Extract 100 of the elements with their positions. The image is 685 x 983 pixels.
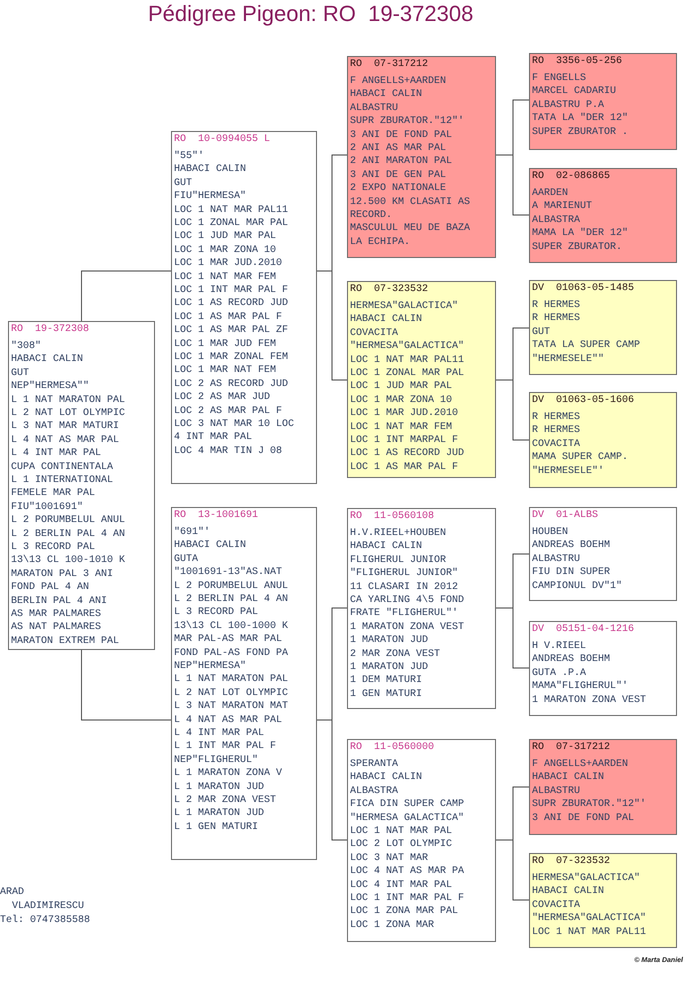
pedigree-card bbox=[347, 56, 496, 258]
ring-number: DV 01063-05-1485 bbox=[532, 282, 634, 296]
pigeon-detail: 3 ANI DE FOND PAL bbox=[350, 128, 452, 142]
pigeon-detail: SUPER ZBURATOR. bbox=[532, 240, 622, 254]
pigeon-detail: H V.RIEEL bbox=[532, 640, 586, 654]
pigeon-detail: R HERMES bbox=[532, 424, 580, 438]
pigeon-detail: 2 EXPO NATIONALE bbox=[350, 182, 446, 196]
ring-number: RO 19-372308 bbox=[11, 323, 90, 336]
pigeon-detail: L 1 NAT MARATON PAL bbox=[11, 394, 126, 407]
connector-line bbox=[81, 270, 172, 322]
pigeon-detail: HABACI CALIN bbox=[11, 353, 84, 367]
pigeon-detail: ALBASTRU bbox=[532, 552, 580, 566]
pigeon-detail: LOC 1 AS RECORD JUD bbox=[350, 447, 464, 461]
pigeon-detail: GUTA bbox=[174, 552, 198, 566]
pigeon-detail: 13\13 CL 100-1000 K bbox=[174, 620, 288, 634]
pigeon-detail: LOC 1 MAR ZONA 10 bbox=[350, 394, 452, 408]
pigeon-detail: MAMA LA "DER 12" bbox=[532, 227, 628, 241]
ring-number: RO 02-086865 bbox=[532, 170, 610, 184]
ring-number: RO 3356-05-256 bbox=[532, 55, 622, 68]
pigeon-detail: LOC 2 AS RECORD JUD bbox=[174, 378, 288, 392]
pigeon-detail: 1 DEM MATURI bbox=[350, 674, 422, 688]
pigeon-detail: MAMA SUPER CAMP. bbox=[532, 451, 628, 465]
connector-line bbox=[316, 270, 348, 380]
pigeon-detail: LOC 3 NAT MAR bbox=[350, 852, 428, 866]
pigeon-detail: L 1 INTERNATIONAL bbox=[11, 474, 114, 488]
pigeon-detail: HABACI CALIN bbox=[174, 539, 246, 553]
connector-line bbox=[496, 608, 530, 668]
pigeon-detail: 4 INT MAR PAL bbox=[174, 431, 252, 445]
pigeon-detail: ALBASTRA bbox=[350, 784, 398, 798]
pigeon-detail: LOC 1 NAT MAR PAL11 bbox=[532, 926, 646, 939]
pigeon-detail: COVACITA bbox=[532, 898, 580, 912]
pigeon-detail: LOC 4 NAT AS MAR PA bbox=[350, 865, 464, 879]
pigeon-detail: LOC 1 MAR ZONA 10 bbox=[174, 244, 276, 258]
pigeon-detail: LOC 1 NAT MAR PAL bbox=[350, 824, 452, 838]
pigeon-detail: LOC 1 MAR JUD.2010 bbox=[174, 257, 282, 271]
pigeon-detail: LOC 1 AS RECORD JUD bbox=[174, 297, 288, 311]
pedigree-card bbox=[529, 853, 677, 948]
pigeon-detail: SUPR ZBURATOR."12"' bbox=[532, 798, 646, 812]
pigeon-detail: FIU DIN SUPER bbox=[532, 566, 610, 580]
ring-number: RO 07-317212 bbox=[532, 741, 610, 754]
pigeon-detail: LOC 2 AS MAR PAL F bbox=[174, 404, 282, 418]
pigeon-detail: LOC 1 ZONA MAR PAL bbox=[350, 905, 458, 919]
pigeon-detail: "691"' bbox=[174, 526, 210, 540]
pigeon-detail: LOC 4 MAR TIN J 08 bbox=[174, 444, 282, 458]
pigeon-detail: MAMA"FLIGHERUL"' bbox=[532, 680, 628, 694]
pigeon-detail: HERMESA"GALACTICA" bbox=[532, 872, 640, 886]
pigeon-detail: LOC 1 ZONAL MAR PAL bbox=[350, 366, 464, 380]
pigeon-detail: L 1 MARATON ZONA V bbox=[174, 767, 282, 781]
pigeon-detail: 1 GEN MATURI bbox=[350, 688, 422, 702]
pigeon-detail: L 1 MARATON JUD bbox=[174, 780, 264, 794]
pigeon-detail: LA ECHIPA. bbox=[350, 236, 410, 250]
connector-line bbox=[496, 154, 530, 216]
pigeon-detail: "HERMESA"GALACTICA" bbox=[350, 340, 464, 354]
pigeon-detail: LOC 1 MAR JUD.2010 bbox=[350, 407, 458, 421]
pigeon-detail: 2 ANI AS MAR PAL bbox=[350, 142, 446, 156]
pigeon-detail: LOC 1 NAT MAR PAL11 bbox=[174, 204, 288, 217]
pigeon-detail: FEMELE MAR PAL bbox=[11, 487, 96, 501]
pigeon-detail: FRATE "FLIGHERUL"' bbox=[350, 607, 458, 621]
pigeon-detail: MAR PAL-AS MAR PAL bbox=[174, 633, 282, 647]
pigeon-detail: MARATON PAL 3 ANI bbox=[11, 568, 114, 582]
pigeon-detail: 1 MARATON JUD bbox=[350, 634, 428, 648]
pigeon-detail: COVACITA bbox=[350, 326, 398, 340]
pigeon-detail: HOUBEN bbox=[532, 526, 568, 540]
pigeon-detail: 1 MARATON JUD bbox=[350, 660, 428, 674]
pigeon-detail: HABACI CALIN bbox=[350, 771, 422, 785]
pedigree-card bbox=[347, 508, 496, 709]
pigeon-detail: "308" bbox=[11, 340, 42, 354]
pedigree-card bbox=[171, 507, 317, 860]
pigeon-detail: HERMESA"GALACTICA" bbox=[350, 300, 458, 314]
pigeon-detail: "HERMESELE"' bbox=[532, 464, 604, 478]
pigeon-detail: L 4 NAT AS MAR PAL bbox=[11, 434, 120, 448]
pedigree-card bbox=[529, 280, 677, 375]
pigeon-detail: LOC 1 AS MAR PAL F bbox=[350, 460, 458, 474]
ring-number: DV 01-ALBS bbox=[532, 509, 598, 522]
pigeon-detail: 2 ANI MARATON PAL bbox=[350, 155, 452, 169]
pigeon-detail: AS MAR PALMARES bbox=[11, 608, 102, 622]
pedigree-card bbox=[347, 281, 496, 478]
pigeon-detail: LOC 1 AS MAR PAL ZF bbox=[174, 324, 288, 338]
pigeon-detail: FOND PAL 4 AN bbox=[11, 581, 90, 595]
pigeon-detail: 3 ANI DE FOND PAL bbox=[532, 812, 634, 825]
pigeon-detail: "FLIGHERUL JUNIOR" bbox=[350, 567, 458, 581]
pigeon-detail: H.V.RIEEL+HOUBEN bbox=[350, 526, 446, 540]
pigeon-detail: HABACI CALIN bbox=[350, 540, 422, 554]
pigeon-detail: LOC 1 INT MARPAL F bbox=[350, 434, 458, 448]
pigeon-detail: 3 ANI DE GEN PAL bbox=[350, 168, 446, 182]
pigeon-detail: SPERANTA bbox=[350, 758, 398, 772]
pedigree-card bbox=[529, 507, 677, 601]
pigeon-detail: COVACITA bbox=[532, 438, 580, 452]
pigeon-detail: ANDREAS BOEHM bbox=[532, 653, 610, 667]
pigeon-detail: L 2 NAT LOT OLYMPIC bbox=[11, 406, 126, 420]
phone-number: Tel: 0747385588 bbox=[0, 914, 90, 928]
pigeon-detail: R HERMES bbox=[532, 410, 580, 424]
pigeon-detail: L 2 NAT LOT OLYMPIC bbox=[174, 686, 288, 700]
pigeon-detail: LOC 1 NAT MAR FEM bbox=[350, 420, 452, 434]
pedigree-card bbox=[8, 321, 155, 650]
pigeon-detail: LOC 1 MAR ZONAL FEM bbox=[174, 351, 288, 364]
pigeon-detail: NEP"HERMESA" bbox=[174, 660, 246, 674]
pigeon-detail: ALBASTRU bbox=[350, 102, 398, 116]
pigeon-detail: NEP"FLIGHERUL" bbox=[174, 754, 258, 768]
pigeon-detail: FIU"1001691" bbox=[11, 500, 84, 514]
